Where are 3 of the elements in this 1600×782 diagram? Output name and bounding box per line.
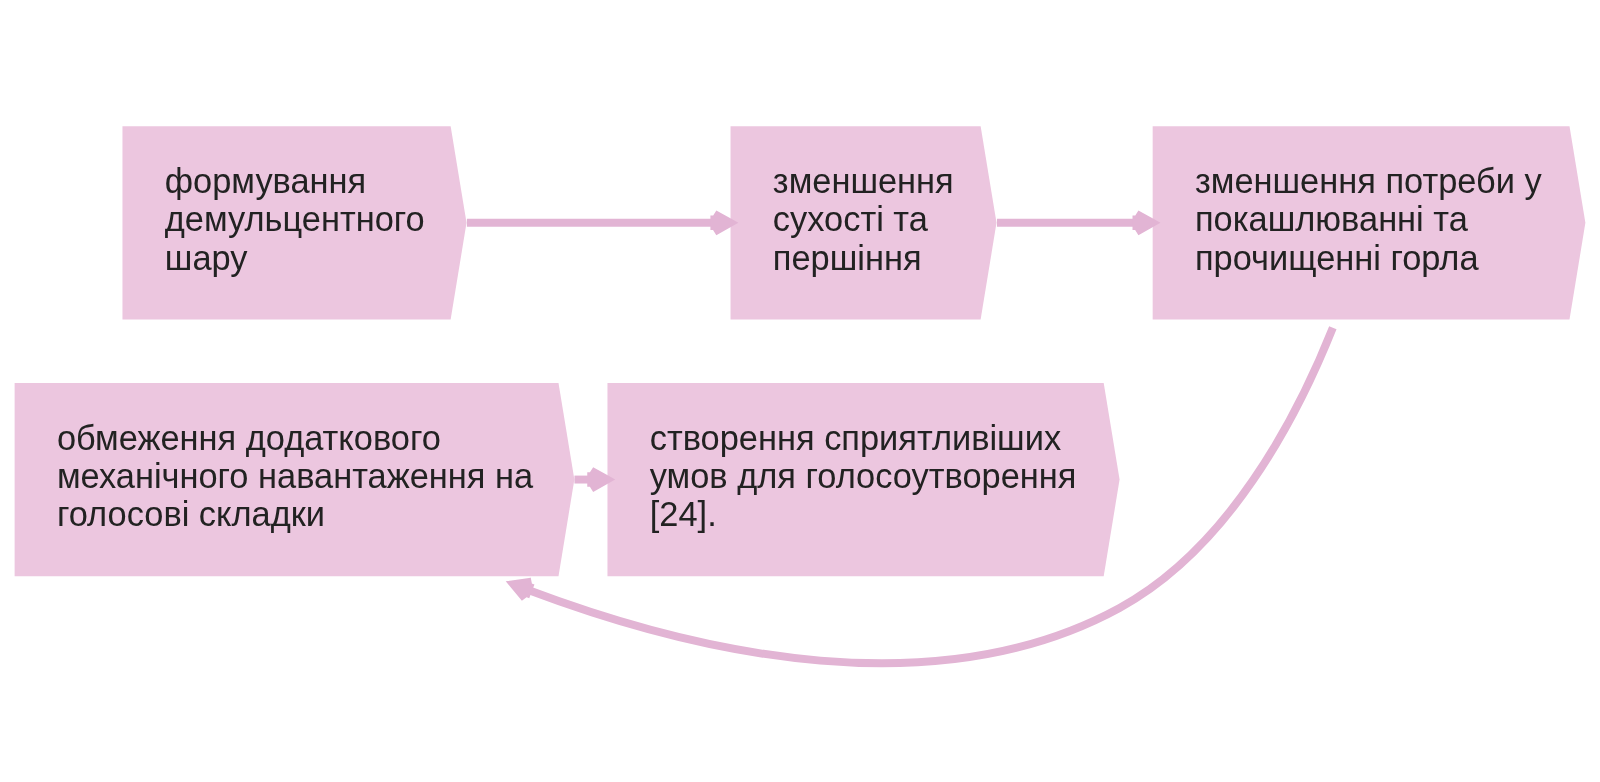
arrow xyxy=(996,209,1157,236)
arrow xyxy=(466,209,735,236)
arrow xyxy=(508,326,1337,668)
